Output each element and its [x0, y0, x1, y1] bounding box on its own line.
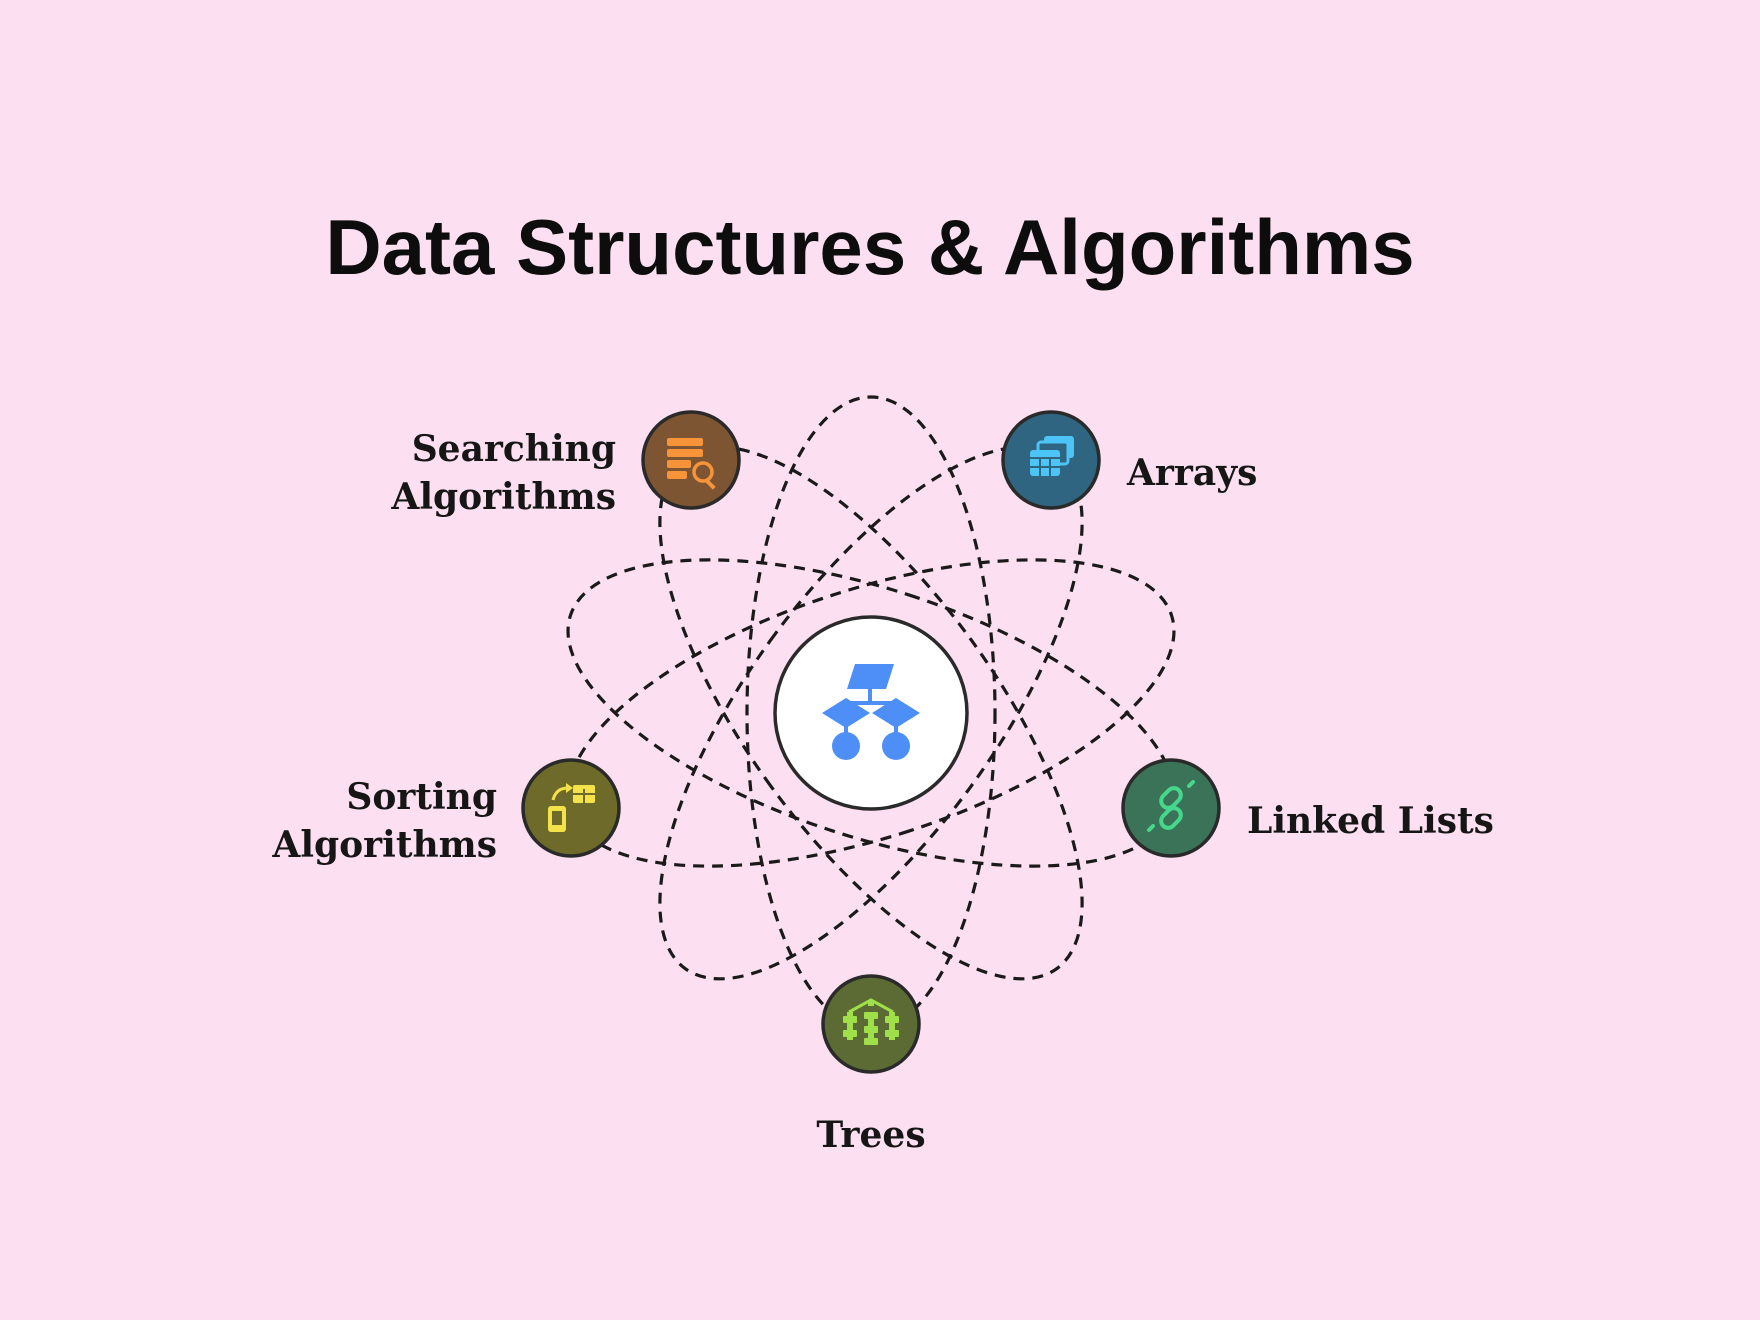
- node-trees: [821, 974, 921, 1074]
- flowchart-hierarchy-icon: [822, 664, 920, 760]
- label-searching-line2: Algorithms: [391, 476, 616, 518]
- label-searching: Searching Algorithms: [391, 425, 616, 521]
- node-arrays: [1001, 410, 1101, 510]
- center-node: [773, 615, 969, 811]
- page-title: Data Structures & Algorithms: [325, 203, 1415, 291]
- label-searching-line1: Searching: [411, 428, 616, 470]
- label-linked-lists-line1: Linked Lists: [1247, 800, 1494, 842]
- label-trees-line1: Trees: [816, 1114, 926, 1156]
- database-search-icon: [667, 438, 716, 490]
- label-arrays: Arrays: [1127, 449, 1257, 497]
- node-sorting: [521, 758, 621, 858]
- label-linked-lists: Linked Lists: [1247, 797, 1494, 845]
- label-sorting-line1: Sorting: [346, 776, 497, 818]
- stacked-tables-icon: [1030, 436, 1074, 476]
- node-linked-lists: [1121, 758, 1221, 858]
- label-arrays-line1: Arrays: [1127, 452, 1258, 494]
- label-trees: Trees: [771, 1111, 971, 1159]
- chain-link-icon: [1147, 780, 1195, 832]
- node-searching: [641, 410, 741, 510]
- label-sorting: Sorting Algorithms: [272, 773, 497, 869]
- label-sorting-line2: Algorithms: [272, 824, 497, 866]
- tree-network-icon: [843, 998, 899, 1045]
- swap-devices-icon: [548, 783, 595, 832]
